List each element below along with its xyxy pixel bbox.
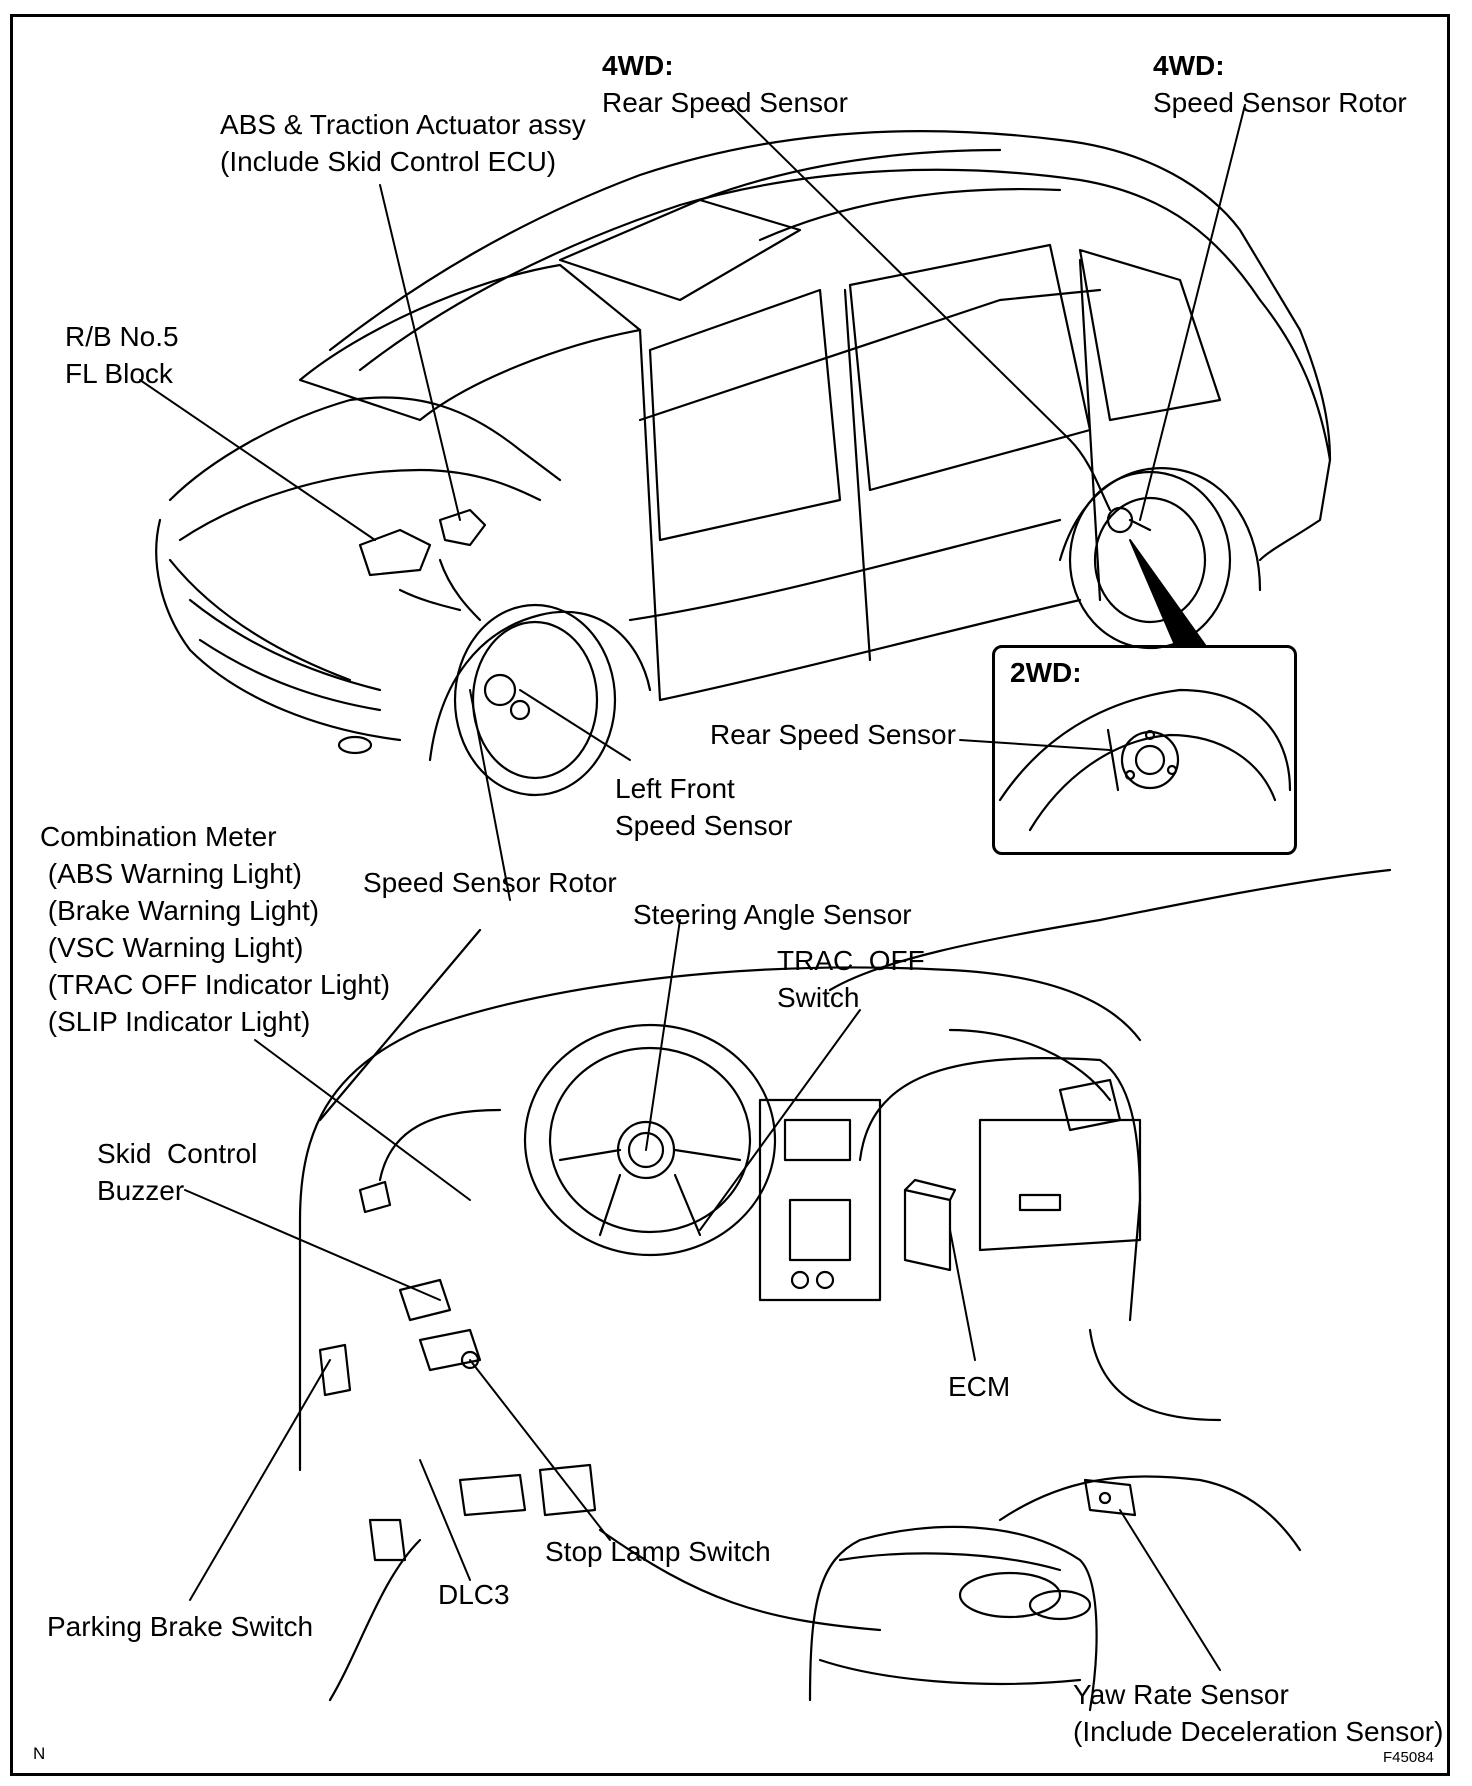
label-skid-buzzer: Skid Control Buzzer [97,1135,257,1209]
label-rear-sensor-4wd: 4WD: Rear Speed Sensor [602,47,848,121]
label-combo-line6: (SLIP Indicator Light) [40,1006,311,1037]
label-rb-block-line1: R/B No.5 [65,321,179,352]
label-rear-sensor-4wd-head: 4WD: [602,50,674,81]
leader-lines [139,104,1246,1671]
label-stop-lamp-text: Stop Lamp Switch [545,1536,771,1567]
label-combo-line2: (ABS Warning Light) [40,858,302,889]
label-inset-2wd-head: 2WD: [1010,657,1082,688]
label-combo-line5: (TRAC OFF Indicator Light) [40,969,391,1000]
label-rear-sensor-4wd-text: Rear Speed Sensor [602,87,848,118]
label-ecm-text: ECM [948,1371,1011,1402]
label-rotor-4wd-head: 4WD: [1153,50,1225,81]
dashboard-outline [298,868,1392,1712]
label-trac-off-line2: Switch [777,982,860,1013]
diagram-frame [10,14,1450,1776]
label-skid-buzzer-line2: Buzzer [97,1175,185,1206]
corner-mark-left-text: N [33,1744,46,1763]
van-components [358,438,1152,721]
label-combo-line1: Combination Meter [40,821,277,852]
label-trac-off: TRAC OFF Switch [777,942,925,1016]
label-abs-actuator: ABS & Traction Actuator assy (Include Sk… [220,106,586,180]
label-parking-brake: Parking Brake Switch [47,1608,313,1645]
label-front-rotor: Speed Sensor Rotor [363,864,617,901]
label-rb-block: R/B No.5 FL Block [65,318,179,392]
label-rb-block-line2: FL Block [65,358,173,389]
label-abs-actuator-line1: ABS & Traction Actuator assy [220,109,586,140]
label-combo-line3: (Brake Warning Light) [40,895,320,926]
label-abs-actuator-line2: (Include Skid Control ECU) [220,146,557,177]
label-rear-sensor-2wd: Rear Speed Sensor [710,716,956,753]
van-outline [155,130,1332,797]
label-yaw-rate: Yaw Rate Sensor (Include Deceleration Se… [1073,1676,1443,1750]
label-steering-angle: Steering Angle Sensor [633,896,912,933]
label-dlc3: DLC3 [438,1576,510,1613]
label-left-front-line2: Speed Sensor [615,810,793,841]
label-left-front-sensor: Left Front Speed Sensor [615,770,792,844]
label-trac-off-line1: TRAC OFF [777,945,925,976]
label-rotor-4wd: 4WD: Speed Sensor Rotor [1153,47,1407,121]
label-yaw-rate-line1: Yaw Rate Sensor [1073,1679,1289,1710]
label-inset-2wd: 2WD: [1010,654,1082,691]
inset-wheel [998,688,1292,832]
label-stop-lamp: Stop Lamp Switch [545,1533,771,1570]
label-combo-line4: (VSC Warning Light) [40,932,304,963]
label-parking-brake-text: Parking Brake Switch [47,1611,314,1642]
label-rear-sensor-2wd-text: Rear Speed Sensor [710,719,956,750]
label-yaw-rate-line2: (Include Deceleration Sensor) [1073,1716,1444,1747]
label-left-front-line1: Left Front [615,773,735,804]
inset-2wd-box [992,645,1297,855]
figure-code-text: F45084 [1383,1749,1434,1766]
figure-code: F45084 [1383,1748,1434,1768]
label-skid-buzzer-line1: Skid Control [97,1138,258,1169]
label-combination-meter: Combination Meter (ABS Warning Light) (B… [40,818,390,1040]
label-ecm: ECM [948,1368,1010,1405]
label-rotor-4wd-text: Speed Sensor Rotor [1153,87,1407,118]
label-front-rotor-text: Speed Sensor Rotor [363,867,617,898]
label-dlc3-text: DLC3 [438,1579,510,1610]
label-steering-angle-text: Steering Angle Sensor [633,899,912,930]
corner-mark-left: N [33,1744,45,1764]
